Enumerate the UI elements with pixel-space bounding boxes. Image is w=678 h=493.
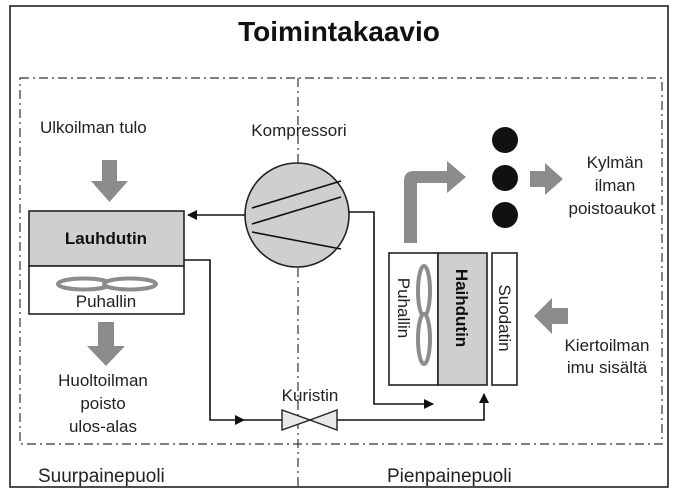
- compressor-label: Kompressori: [251, 121, 346, 140]
- condenser: [28, 210, 185, 267]
- fan-left-icon: [56, 276, 158, 292]
- condenser-to-throttle-line: [184, 259, 245, 425]
- service-air-arrow: [87, 322, 125, 366]
- diagram-title: Toimintakaavio: [238, 16, 440, 47]
- cold-air-duct-arrow: [404, 161, 466, 243]
- evaporator: [437, 252, 488, 386]
- return-air-label-1: Kiertoilman: [564, 336, 649, 355]
- throttle-valve-icon: [281, 408, 338, 432]
- system-boundary: [19, 77, 663, 445]
- throttle-label: Kuristin: [282, 386, 339, 405]
- high-pressure-side-label: Suurpainepuoli: [38, 466, 165, 487]
- return-air-arrow: [534, 298, 568, 334]
- outdoor-air-arrow: [91, 160, 128, 202]
- fan-left-label: Puhallin: [76, 292, 137, 311]
- return-air-label-2: imu sisältä: [567, 358, 648, 377]
- cold-air-label-1: Kylmän: [587, 153, 644, 172]
- compressor-return-line: [349, 211, 434, 409]
- cold-air-outlets: [492, 127, 518, 228]
- low-pressure-side-label: Pienpainepuoli: [387, 466, 512, 487]
- service-air-label-2: poisto: [80, 394, 125, 413]
- cold-air-label-3: poistoaukot: [569, 199, 656, 218]
- fan-right-icon: [416, 264, 432, 366]
- outdoor-air-in-label: Ulkoilman tulo: [40, 118, 147, 137]
- condenser-fan-box: [28, 265, 185, 315]
- filter: [491, 252, 518, 386]
- condenser-label: Lauhdutin: [65, 229, 147, 248]
- compressor-icon: [244, 162, 350, 268]
- evaporator-label: Haihdutin: [452, 269, 471, 347]
- cold-air-out-arrow: [530, 163, 563, 195]
- throttle-to-evaporator-line: [337, 393, 489, 421]
- service-air-label-1: Huoltoilman: [58, 371, 148, 390]
- service-air-label-3: ulos-alas: [69, 417, 137, 436]
- cold-air-label-2: ilman: [595, 176, 636, 195]
- fan-right-label: Puhallin: [394, 278, 413, 339]
- filter-label: Suodatin: [495, 284, 514, 351]
